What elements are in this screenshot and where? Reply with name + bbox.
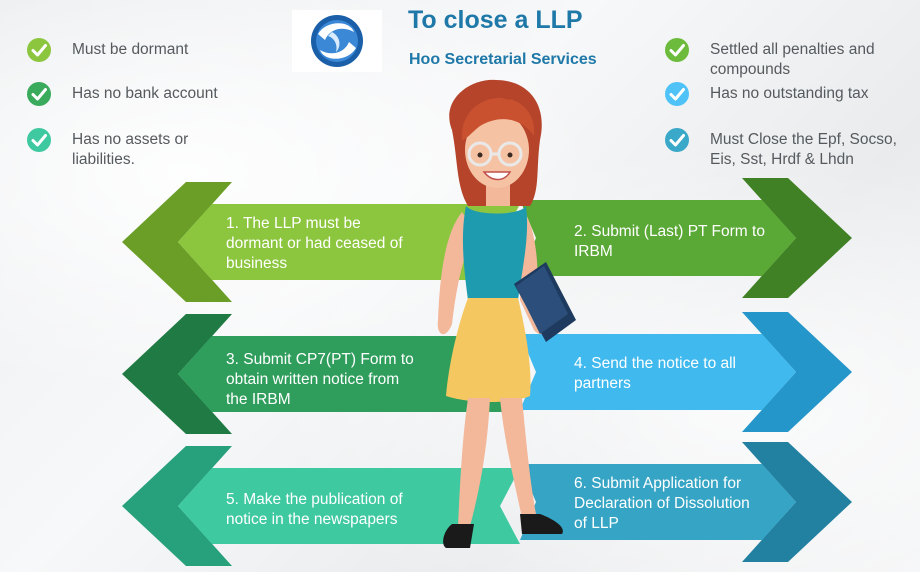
step-3-text: 3. Submit CP7(PT) Form to obtain written… [226, 351, 414, 408]
company-logo [292, 10, 382, 72]
step-2-arrow [520, 178, 852, 298]
requirement-item: Has no assets or liabilities. [26, 128, 189, 170]
step-6-text: 6. Submit Application for Declaration of… [574, 475, 750, 532]
requirement-item: Has no bank account [26, 82, 218, 107]
folder-icon [514, 262, 576, 342]
requirement-text: Has no assets or liabilities. [72, 131, 189, 168]
check-circle-icon [665, 38, 689, 62]
step-5-arrow [122, 446, 520, 566]
step-3-arrow [122, 314, 520, 434]
requirement-text: Has no bank account [72, 85, 218, 102]
page-title: To close a LLP [408, 6, 583, 34]
step-4-arrow [520, 312, 852, 432]
requirement-text: Has no outstanding tax [710, 85, 869, 102]
page-subtitle: Hoo Secretarial Services [409, 51, 597, 68]
requirement-item: Has no outstanding tax [664, 82, 869, 107]
requirement-text: Settled all penalties and compounds [710, 41, 875, 78]
check-circle-icon [27, 82, 51, 106]
step-1-arrow [122, 182, 520, 302]
check-circle-icon [665, 82, 689, 106]
check-circle-icon [27, 38, 51, 62]
step-2-text: 2. Submit (Last) PT Form to IRBM [574, 223, 765, 260]
step-1-text: 1. The LLP must be dormant or had ceased… [226, 215, 403, 272]
step-4-text: 4. Send the notice to all partners [574, 355, 737, 392]
swirl-logo-icon [311, 15, 363, 67]
requirement-text: Must Close the Epf, Socso, Eis, Sst, Hrd… [710, 131, 897, 168]
requirement-item: Must be dormant [26, 38, 189, 63]
requirement-item: Settled all penalties and compounds [664, 38, 875, 80]
step-6-arrow [520, 442, 852, 562]
check-circle-icon [665, 128, 689, 152]
requirement-item: Must Close the Epf, Socso, Eis, Sst, Hrd… [664, 128, 897, 170]
requirement-text: Must be dormant [72, 41, 189, 58]
check-circle-icon [27, 128, 51, 152]
step-5-text: 5. Make the publication of notice in the… [226, 491, 403, 528]
